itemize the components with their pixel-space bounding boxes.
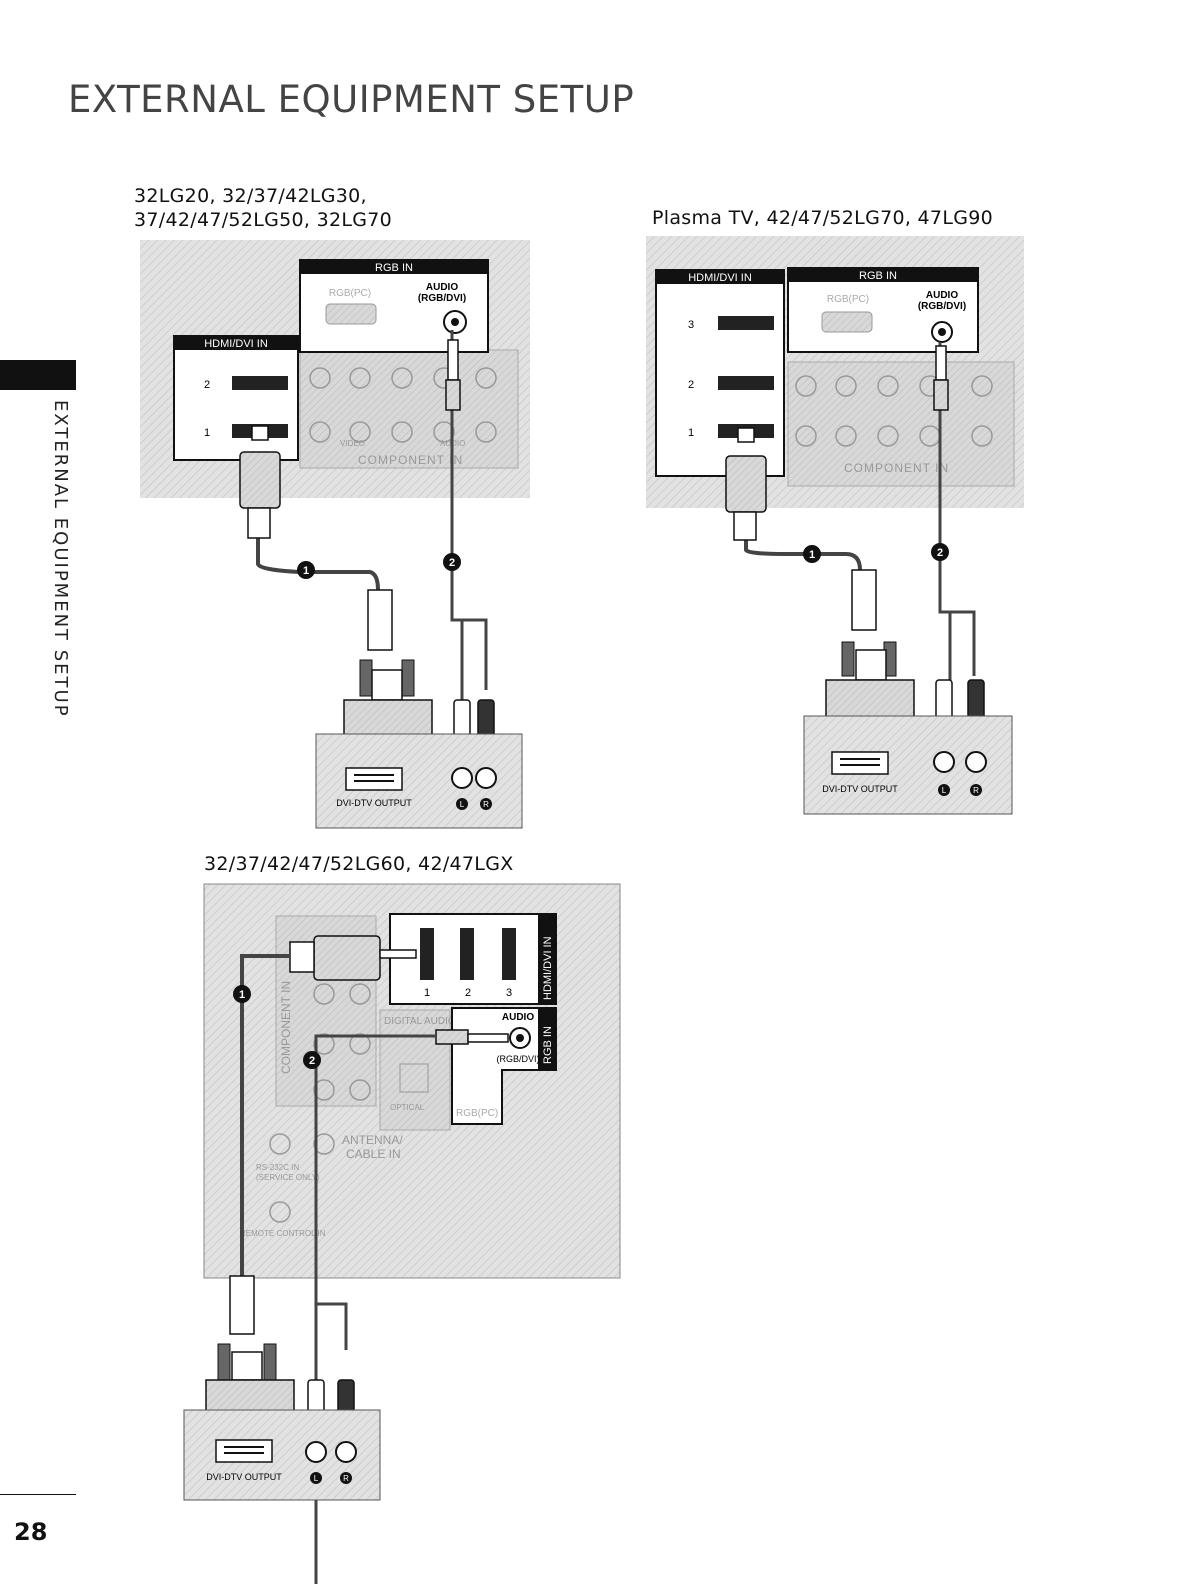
hdmi-port-2-number: 2 bbox=[465, 987, 471, 999]
section-marker bbox=[0, 360, 76, 390]
hdmi-port-1-number: 1 bbox=[424, 987, 430, 999]
cable-in-label: CABLE IN bbox=[346, 1147, 401, 1161]
svg-text:2: 2 bbox=[937, 547, 943, 559]
diagram-a: VIDEO AUDIO COMPONENT IN RGB IN RGB(PC) … bbox=[140, 240, 530, 829]
svg-text:1: 1 bbox=[239, 989, 245, 1001]
hdmi-port-1 bbox=[420, 928, 434, 980]
optical-label: OPTICAL bbox=[390, 1103, 425, 1112]
callout-2 bbox=[931, 543, 949, 561]
audio-out-r-jack bbox=[335, 1441, 357, 1463]
audio-label: AUDIO bbox=[926, 290, 958, 301]
svg-text:2: 2 bbox=[309, 1055, 315, 1067]
audio-out-r-jack bbox=[965, 751, 987, 773]
remote-control-in-label: REMOTE CONTROL IN bbox=[240, 1229, 326, 1238]
rgb-in-label: RGB IN bbox=[859, 270, 897, 282]
svg-text:1: 1 bbox=[303, 565, 309, 577]
audio-out-l-jack bbox=[933, 751, 955, 773]
hdmi-port-3-number: 3 bbox=[506, 987, 512, 999]
antenna-label: ANTENNA/ bbox=[342, 1133, 403, 1147]
page-number: 28 bbox=[14, 1518, 48, 1546]
audio-sub-label: (RGB/DVI) bbox=[418, 293, 466, 304]
callout-2 bbox=[303, 1051, 321, 1069]
hdmi-port-3 bbox=[502, 928, 516, 980]
diagram-a-caption: 32LG20, 32/37/42LG30, 37/42/47/52LG50, 3… bbox=[134, 185, 393, 231]
hdmi-port-1-number: 1 bbox=[688, 427, 694, 439]
rgb-pc-port bbox=[325, 303, 377, 325]
right-label: R bbox=[973, 786, 979, 795]
audio-out-l-jack bbox=[305, 1441, 327, 1463]
audio-sub-label: (RGB/DVI) bbox=[918, 301, 966, 312]
dvi-dtv-port bbox=[345, 767, 403, 791]
rgb-in-label: RGB IN bbox=[542, 1026, 554, 1064]
hdmi-dvi-in-label: HDMI/DVI IN bbox=[542, 936, 554, 1000]
hdmi-port-2 bbox=[718, 376, 774, 390]
dvi-dtv-output-label: DVI-DTV OUTPUT bbox=[822, 784, 898, 794]
mini-jack-plug bbox=[435, 1029, 469, 1045]
callout-1 bbox=[233, 985, 251, 1003]
hdmi-port-2 bbox=[232, 376, 288, 390]
diagram-b: COMPONENT IN RGB IN RGB(PC) AUDIO (RGB/D… bbox=[646, 236, 1024, 815]
hdmi-dvi-in-label: HDMI/DVI IN bbox=[204, 338, 268, 350]
hdmi-plug bbox=[725, 455, 767, 513]
hdmi-port-1-number: 1 bbox=[204, 427, 210, 439]
dvi-cable-plug bbox=[367, 589, 393, 651]
left-label: L bbox=[942, 786, 947, 795]
audio-sub-label: (RGB/DVI) bbox=[496, 1054, 539, 1064]
digital-audio-out-label: DIGITAL AUDIO OUT bbox=[384, 1016, 480, 1027]
hdmi-plug bbox=[313, 935, 381, 981]
diagram-b-caption: Plasma TV, 42/47/52LG70, 47LG90 bbox=[652, 207, 994, 229]
hdmi-dvi-in-label: HDMI/DVI IN bbox=[688, 272, 752, 284]
rs232c-label: RS-232C IN bbox=[256, 1163, 299, 1172]
audio-out-r-jack bbox=[475, 767, 497, 789]
right-label: R bbox=[483, 800, 489, 809]
sidebar-section-label: EXTERNAL EQUIPMENT SETUP bbox=[50, 400, 71, 718]
hdmi-port-2-number: 2 bbox=[688, 379, 694, 391]
audio-out-l-jack bbox=[451, 767, 473, 789]
svg-text:2: 2 bbox=[449, 557, 455, 569]
component-in-label: COMPONENT IN bbox=[279, 981, 293, 1074]
dvi-dtv-output-label: DVI-DTV OUTPUT bbox=[336, 798, 412, 808]
page-title: EXTERNAL EQUIPMENT SETUP bbox=[68, 78, 635, 121]
mini-jack-plug bbox=[447, 339, 459, 381]
hdmi-plug bbox=[239, 451, 281, 509]
rgb-in-label: RGB IN bbox=[375, 262, 413, 274]
rgb-pc-label: RGB(PC) bbox=[329, 288, 371, 299]
callout-1 bbox=[297, 561, 315, 579]
audio-label: AUDIO bbox=[502, 1012, 534, 1023]
left-label: L bbox=[460, 800, 465, 809]
dvi-cable-plug bbox=[229, 1275, 255, 1335]
hdmi-port-3-number: 3 bbox=[688, 319, 694, 331]
dvi-dtv-output-label: DVI-DTV OUTPUT bbox=[206, 1472, 282, 1482]
hdmi-dvi-in-box bbox=[655, 269, 785, 477]
hdmi-port-2 bbox=[460, 928, 474, 980]
footer-rule bbox=[0, 1494, 76, 1495]
rgb-pc-label: RGB(PC) bbox=[456, 1108, 498, 1119]
callout-1 bbox=[803, 545, 821, 563]
rgb-pc-port bbox=[821, 311, 873, 333]
hdmi-port-2-number: 2 bbox=[204, 379, 210, 391]
diagram-c: COMPONENT IN ANTENNA/ CABLE IN RS-232C I… bbox=[183, 883, 621, 1504]
dvi-dtv-port bbox=[215, 1439, 273, 1463]
svg-text:1: 1 bbox=[809, 549, 815, 561]
component-panel bbox=[787, 361, 1015, 487]
rgb-pc-label: RGB(PC) bbox=[827, 294, 869, 305]
dvi-dtv-port bbox=[831, 751, 889, 775]
mini-jack-plug bbox=[935, 345, 947, 381]
hdmi-dvi-in-box bbox=[173, 335, 299, 461]
component-in-label: COMPONENT IN bbox=[844, 461, 949, 475]
diagram-c-caption: 32/37/42/47/52LG60, 42/47LGX bbox=[204, 853, 514, 875]
component-in-label: COMPONENT IN bbox=[358, 453, 463, 467]
video-label: VIDEO bbox=[340, 439, 365, 448]
hdmi-port-3 bbox=[718, 316, 774, 330]
service-only-label: (SERVICE ONLY) bbox=[256, 1173, 320, 1182]
left-label: L bbox=[314, 1474, 319, 1483]
callout-2 bbox=[443, 553, 461, 571]
audio-label: AUDIO bbox=[426, 282, 458, 293]
right-label: R bbox=[343, 1474, 349, 1483]
dvi-cable-plug bbox=[851, 569, 877, 631]
digital-audio-panel bbox=[379, 1009, 451, 1131]
